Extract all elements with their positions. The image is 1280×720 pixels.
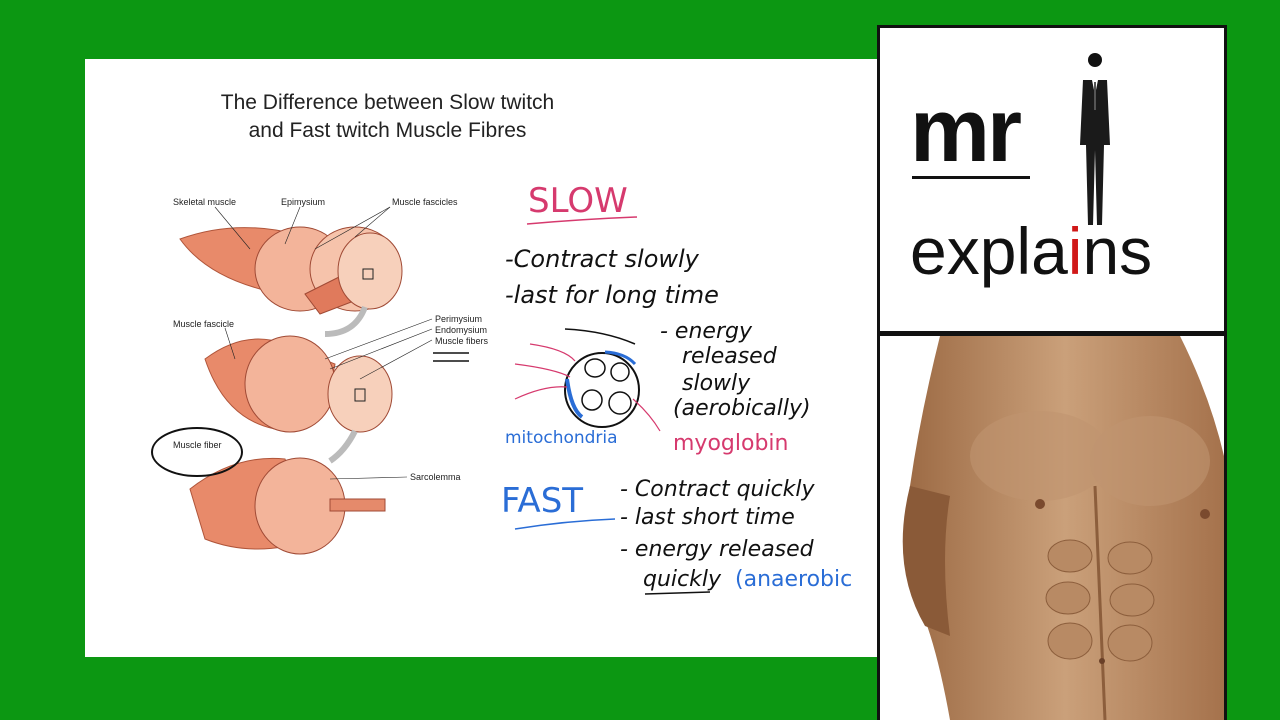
logo-explains-i: i [1067, 214, 1083, 288]
slide-title: The Difference between Slow twitch and F… [185, 89, 590, 145]
note-myoglobin: myoglobin [673, 431, 789, 456]
note-slow-duration: -last for long time [505, 281, 719, 309]
logo-mr-text: mr [910, 81, 1022, 181]
torso-photo [880, 336, 1224, 720]
note-slow-energy-a: - energy [660, 319, 752, 344]
torso-photo-panel [877, 333, 1227, 720]
logo-explains-text: explains [910, 216, 1152, 286]
label-epimysium: Epimysium [281, 197, 326, 207]
slide: The Difference between Slow twitch and F… [85, 59, 880, 657]
label-skeletal-muscle: Skeletal muscle [173, 197, 237, 207]
label-endomysium: Endomysium [435, 325, 488, 335]
note-fast-energy-a: - energy released [620, 537, 814, 562]
logo-card: mr explains [880, 28, 1224, 331]
note-fast-contract: - Contract quickly [620, 477, 815, 502]
note-slow-energy-b: released [682, 344, 777, 369]
note-slow-energy-d: (aerobically) [673, 396, 811, 421]
label-sarcolemma: Sarcolemma [410, 472, 461, 482]
label-muscle-fibers: Muscle fibers [435, 336, 489, 346]
note-fast-energy-c: (anaerobic [735, 567, 853, 592]
label-muscle-fascicles: Muscle fascicles [392, 197, 458, 207]
note-slow-heading: SLOW [528, 181, 628, 221]
note-fast-heading: FAST [501, 481, 584, 521]
logo-explains-post: ns [1082, 214, 1153, 288]
note-mitochondria: mitochondria [505, 428, 618, 448]
note-fast-duration: - last short time [620, 505, 795, 530]
note-slow-energy-c: slowly [682, 371, 751, 396]
slide-title-line1: The Difference between Slow twitch [220, 91, 555, 114]
note-slow-contract: -Contract slowly [505, 245, 699, 273]
channel-logo: mr explains [877, 25, 1227, 334]
muscular-torso-image [902, 336, 1224, 720]
label-perimysium: Perimysium [435, 314, 483, 324]
slide-title-line2: and Fast twitch Muscle Fibres [248, 119, 527, 142]
label-muscle-fascicle: Muscle fascicle [173, 319, 235, 329]
suited-man-icon [1080, 53, 1110, 225]
note-fast-energy-b: quickly [643, 567, 721, 592]
muscle-structure-diagram [151, 206, 711, 595]
logo-explains-pre: expla [910, 214, 1068, 288]
logo-underline [912, 176, 1030, 179]
label-muscle-fiber: Muscle fiber [173, 440, 222, 450]
